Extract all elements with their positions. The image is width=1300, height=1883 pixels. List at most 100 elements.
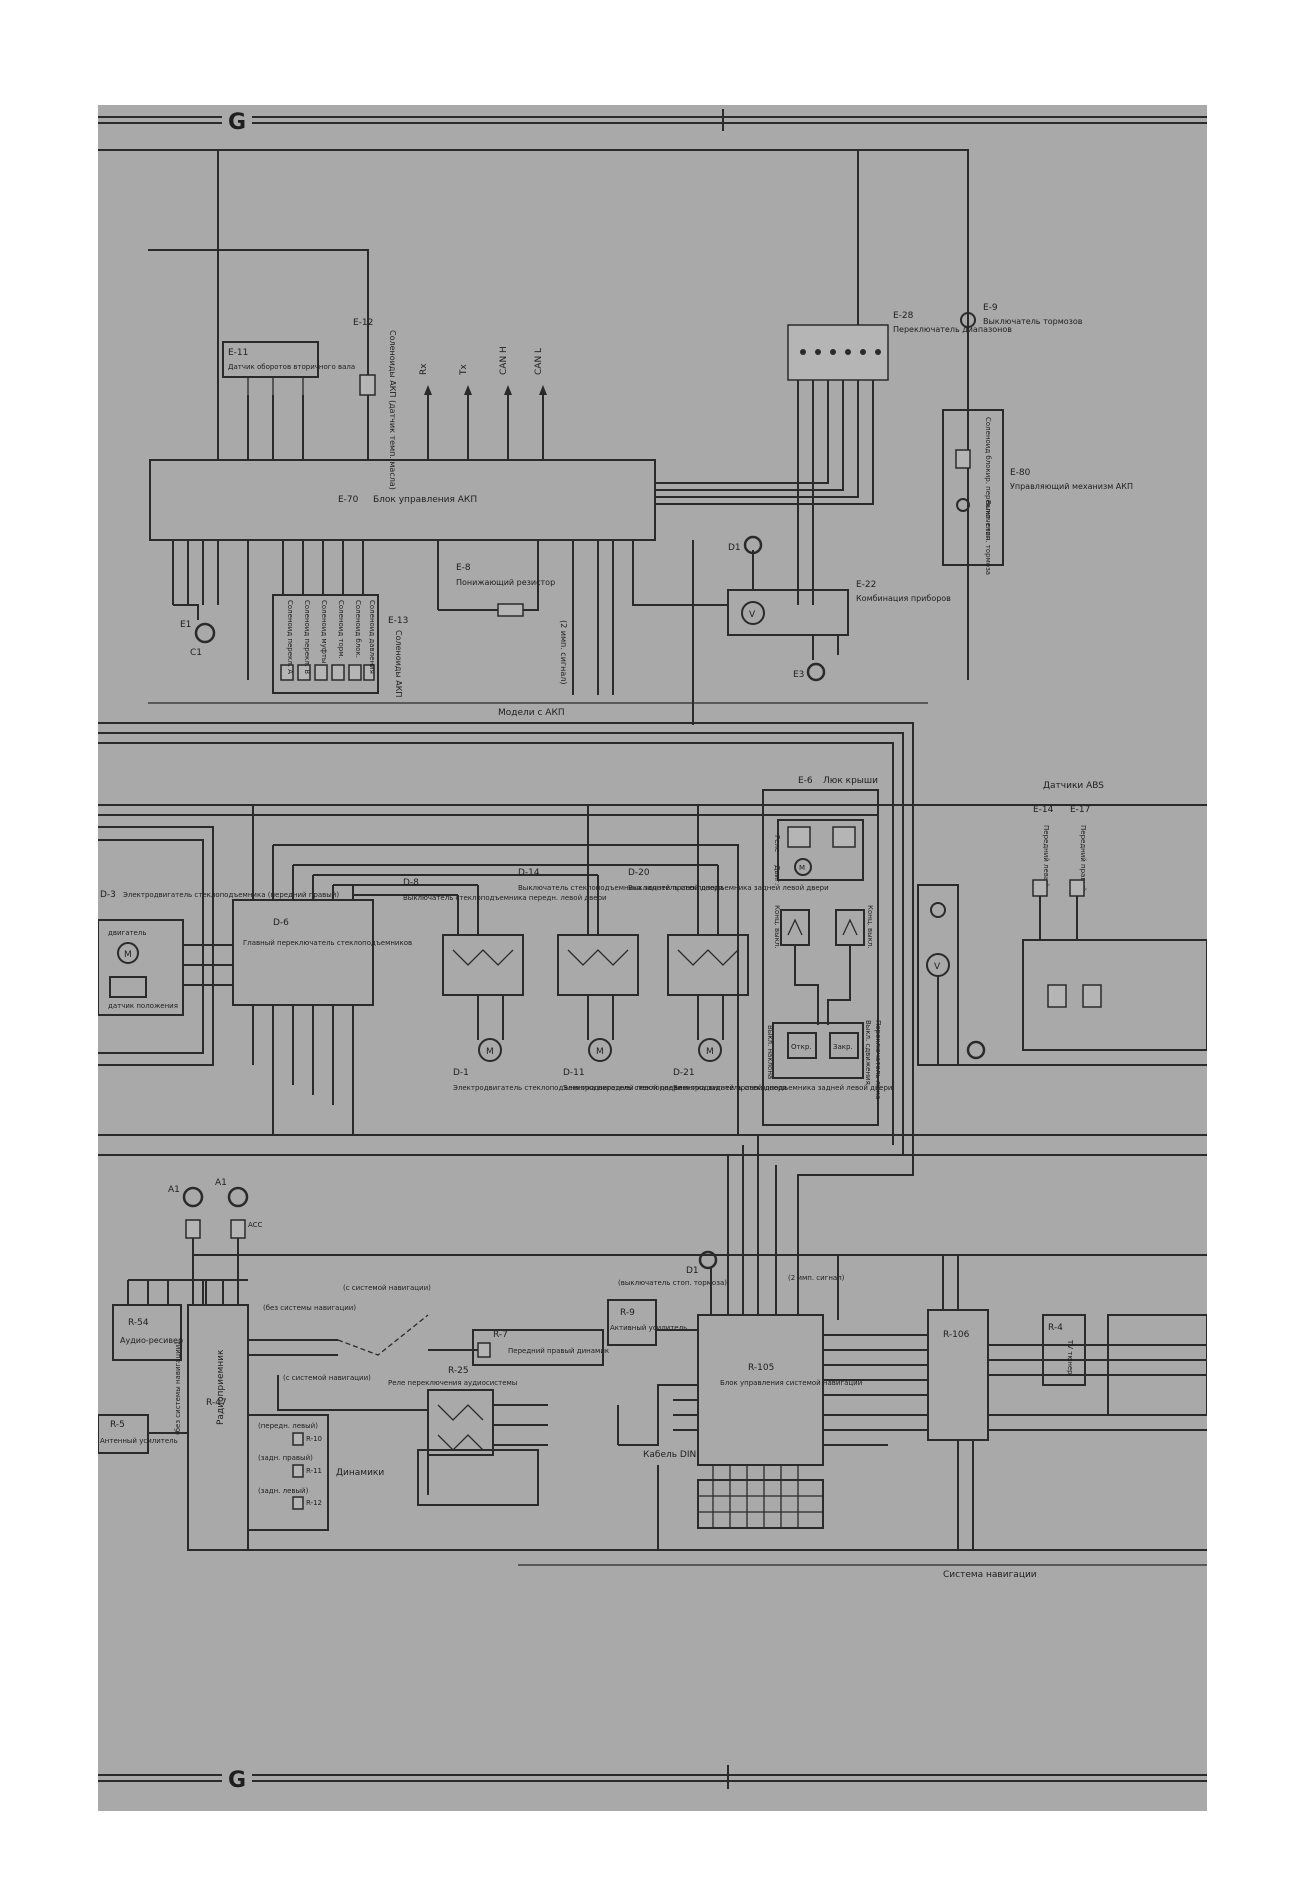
top-edge: G (98, 107, 1207, 135)
sunroof-slide-label: Выкл. сдвижения (864, 1020, 872, 1085)
tcm-section: E-70 Блок управления АКП E-11 Датчик обо… (98, 149, 1133, 718)
resistor-label: Понижающий резистор (456, 578, 555, 587)
tcm-box (149, 459, 656, 541)
brake-note: (выключатель стоп. тормоза) (618, 1279, 727, 1287)
sunroof-close-label: Закр. (833, 1043, 853, 1051)
ground-label-d1: D1 (728, 543, 741, 553)
ground-e3 (806, 662, 826, 682)
switch-rear-left-box (667, 934, 749, 996)
right-unit-box (1107, 1314, 1207, 1416)
sunroof-code: E-6 (798, 776, 813, 786)
brake-switch-code: E-9 (983, 303, 998, 313)
active-amp-label: Активный усилитель (610, 1324, 687, 1332)
turbine-sensor-box (222, 341, 319, 378)
switch-rear-right-label: Выключатель стеклоподъемника задней прав… (518, 884, 723, 892)
range-switch-label: Переключатель диапазонов (893, 325, 1012, 334)
sunroof-motor-label: Двиг. (773, 865, 781, 885)
antenna-amp-code: R-5 (110, 1420, 125, 1430)
switch-rear-right-box (557, 934, 639, 996)
svg-text:V: V (934, 962, 941, 972)
speakers-label: Динамики (336, 1468, 384, 1478)
radio-box (187, 1304, 249, 1551)
solenoid-rows (280, 664, 375, 681)
tcm-label: Блок управления АКП (373, 495, 477, 505)
active-amp-box (607, 1299, 657, 1346)
main-switch-box (232, 899, 374, 1006)
bottom-edge: G (98, 1765, 1207, 1793)
shift-mech-label: Управляющий механизм АКП (1010, 482, 1133, 491)
abs-ground-point (966, 1040, 986, 1060)
sunroof-tilt-label: Выкл. наклона (766, 1025, 774, 1079)
shift-lock-code: E-80 (1010, 468, 1031, 478)
feed-a1-left-label: A1 (168, 1185, 180, 1195)
sunroof-outer-box (762, 789, 879, 1126)
instrument-code: E-22 (856, 580, 876, 590)
audio-section: A1 A1 ACC R-54 Аудио-ресивер R-47 Радиоп… (98, 1135, 1207, 1580)
ground-e1 (194, 622, 216, 644)
can-signal-tx: Tx (459, 364, 469, 376)
solenoids-block (272, 594, 379, 694)
audio-receiver-code: R-54 (128, 1318, 149, 1328)
ground-label-c1: C1 (190, 648, 202, 658)
diagram-sheet: G G E-70 Блок управления АКП E-11 Датчик… (98, 105, 1207, 1811)
audio-receiver-label: Аудио-ресивер (120, 1336, 183, 1345)
spk-code-2: R-11 (306, 1467, 322, 1475)
shift-lock-box (942, 409, 1004, 566)
edge-label-top: G (228, 110, 246, 135)
ground-d1 (743, 535, 763, 555)
turbine-sensor-label: Датчик оборотов вторичного вала (228, 363, 355, 371)
abs-front-right-label: Передний правый (1079, 825, 1087, 892)
sunroof-relay-label: Реле (773, 835, 781, 852)
solenoid-temp-symbol (359, 374, 376, 396)
main-switch-label: Главный переключатель стеклоподъемников (243, 939, 412, 947)
turbine-sensor-code: E-11 (228, 348, 248, 358)
instrument-cluster-box (727, 589, 849, 636)
instrument-gauge-icon (741, 601, 765, 625)
motor-rear-left-icon (698, 1038, 722, 1062)
sunroof-switch-box (772, 1022, 864, 1079)
can-signal-rx: Rx (419, 363, 429, 375)
shift-lock-stop-label: Выкл. стоп. тормоза (984, 500, 992, 575)
abs-group-label: Датчики ABS (1043, 781, 1104, 791)
speakers-box (247, 1414, 329, 1531)
motor-rear-right-code: D-11 (563, 1068, 585, 1078)
sunroof-limit-switch-1 (780, 909, 810, 946)
solenoid-temp-code: E-12 (353, 318, 373, 328)
brake-switch-label: Выключатель тормозов (983, 317, 1083, 326)
edge-label-bottom: G (228, 1768, 246, 1793)
sensor-label: датчик положения (108, 1002, 178, 1010)
shift-lock-solenoid (955, 449, 971, 469)
spk-rear-left-label: (задн. левый) (258, 1487, 309, 1495)
resistor-code: E-8 (456, 563, 471, 573)
motor-rear-right-icon (588, 1038, 612, 1062)
motor-front-right-box (98, 919, 184, 1016)
nav-system-label: Система навигации (943, 1570, 1037, 1580)
nav-ecu-label: Блок управления системой навигации (720, 1379, 862, 1387)
radio-label: Радиоприемник (216, 1349, 226, 1425)
tv-tuner-label: TV тюнер (1066, 1339, 1074, 1375)
without-nav-vertical: (без системы навигации) (174, 1342, 182, 1435)
nav-relay-code: R-25 (448, 1366, 469, 1376)
motor-front-left-icon (478, 1038, 502, 1062)
switch-rear-left-label: Выключатель стеклоподъемника задней лево… (628, 884, 829, 892)
active-amp-code: R-9 (620, 1308, 635, 1318)
nav-ecu-code: R-105 (748, 1363, 774, 1373)
ground-d1-nav (698, 1250, 718, 1270)
radio-code: R-47 (206, 1398, 227, 1408)
switch-front-left-code: D-8 (403, 878, 419, 888)
feed-a1-right-label: A1 (215, 1178, 227, 1188)
motor-front-right-icon (117, 942, 139, 964)
svg-text:M: M (596, 1047, 604, 1057)
switch-rear-right-code: D-14 (518, 868, 540, 878)
nav-relay-box (427, 1389, 494, 1456)
nav-relay-label: Реле переключения аудиосистемы (388, 1379, 517, 1387)
wiring-diagram: G G E-70 Блок управления АКП E-11 Датчик… (98, 107, 1207, 1793)
window-section: D-3 Электродвигатель стеклоподъемника (п… (98, 540, 1207, 1165)
range-switch-contacts (800, 349, 881, 355)
speaker-fr-symbol (477, 1342, 491, 1358)
tv-tuner-box (1042, 1314, 1086, 1386)
pulse-note: (2 имп. сигнал) (788, 1274, 845, 1282)
solenoid-row-e: Соленоид блок. (354, 600, 362, 658)
with-nav-label: (с системой навигации) (343, 1284, 431, 1292)
brake-switch-symbol (960, 312, 976, 328)
